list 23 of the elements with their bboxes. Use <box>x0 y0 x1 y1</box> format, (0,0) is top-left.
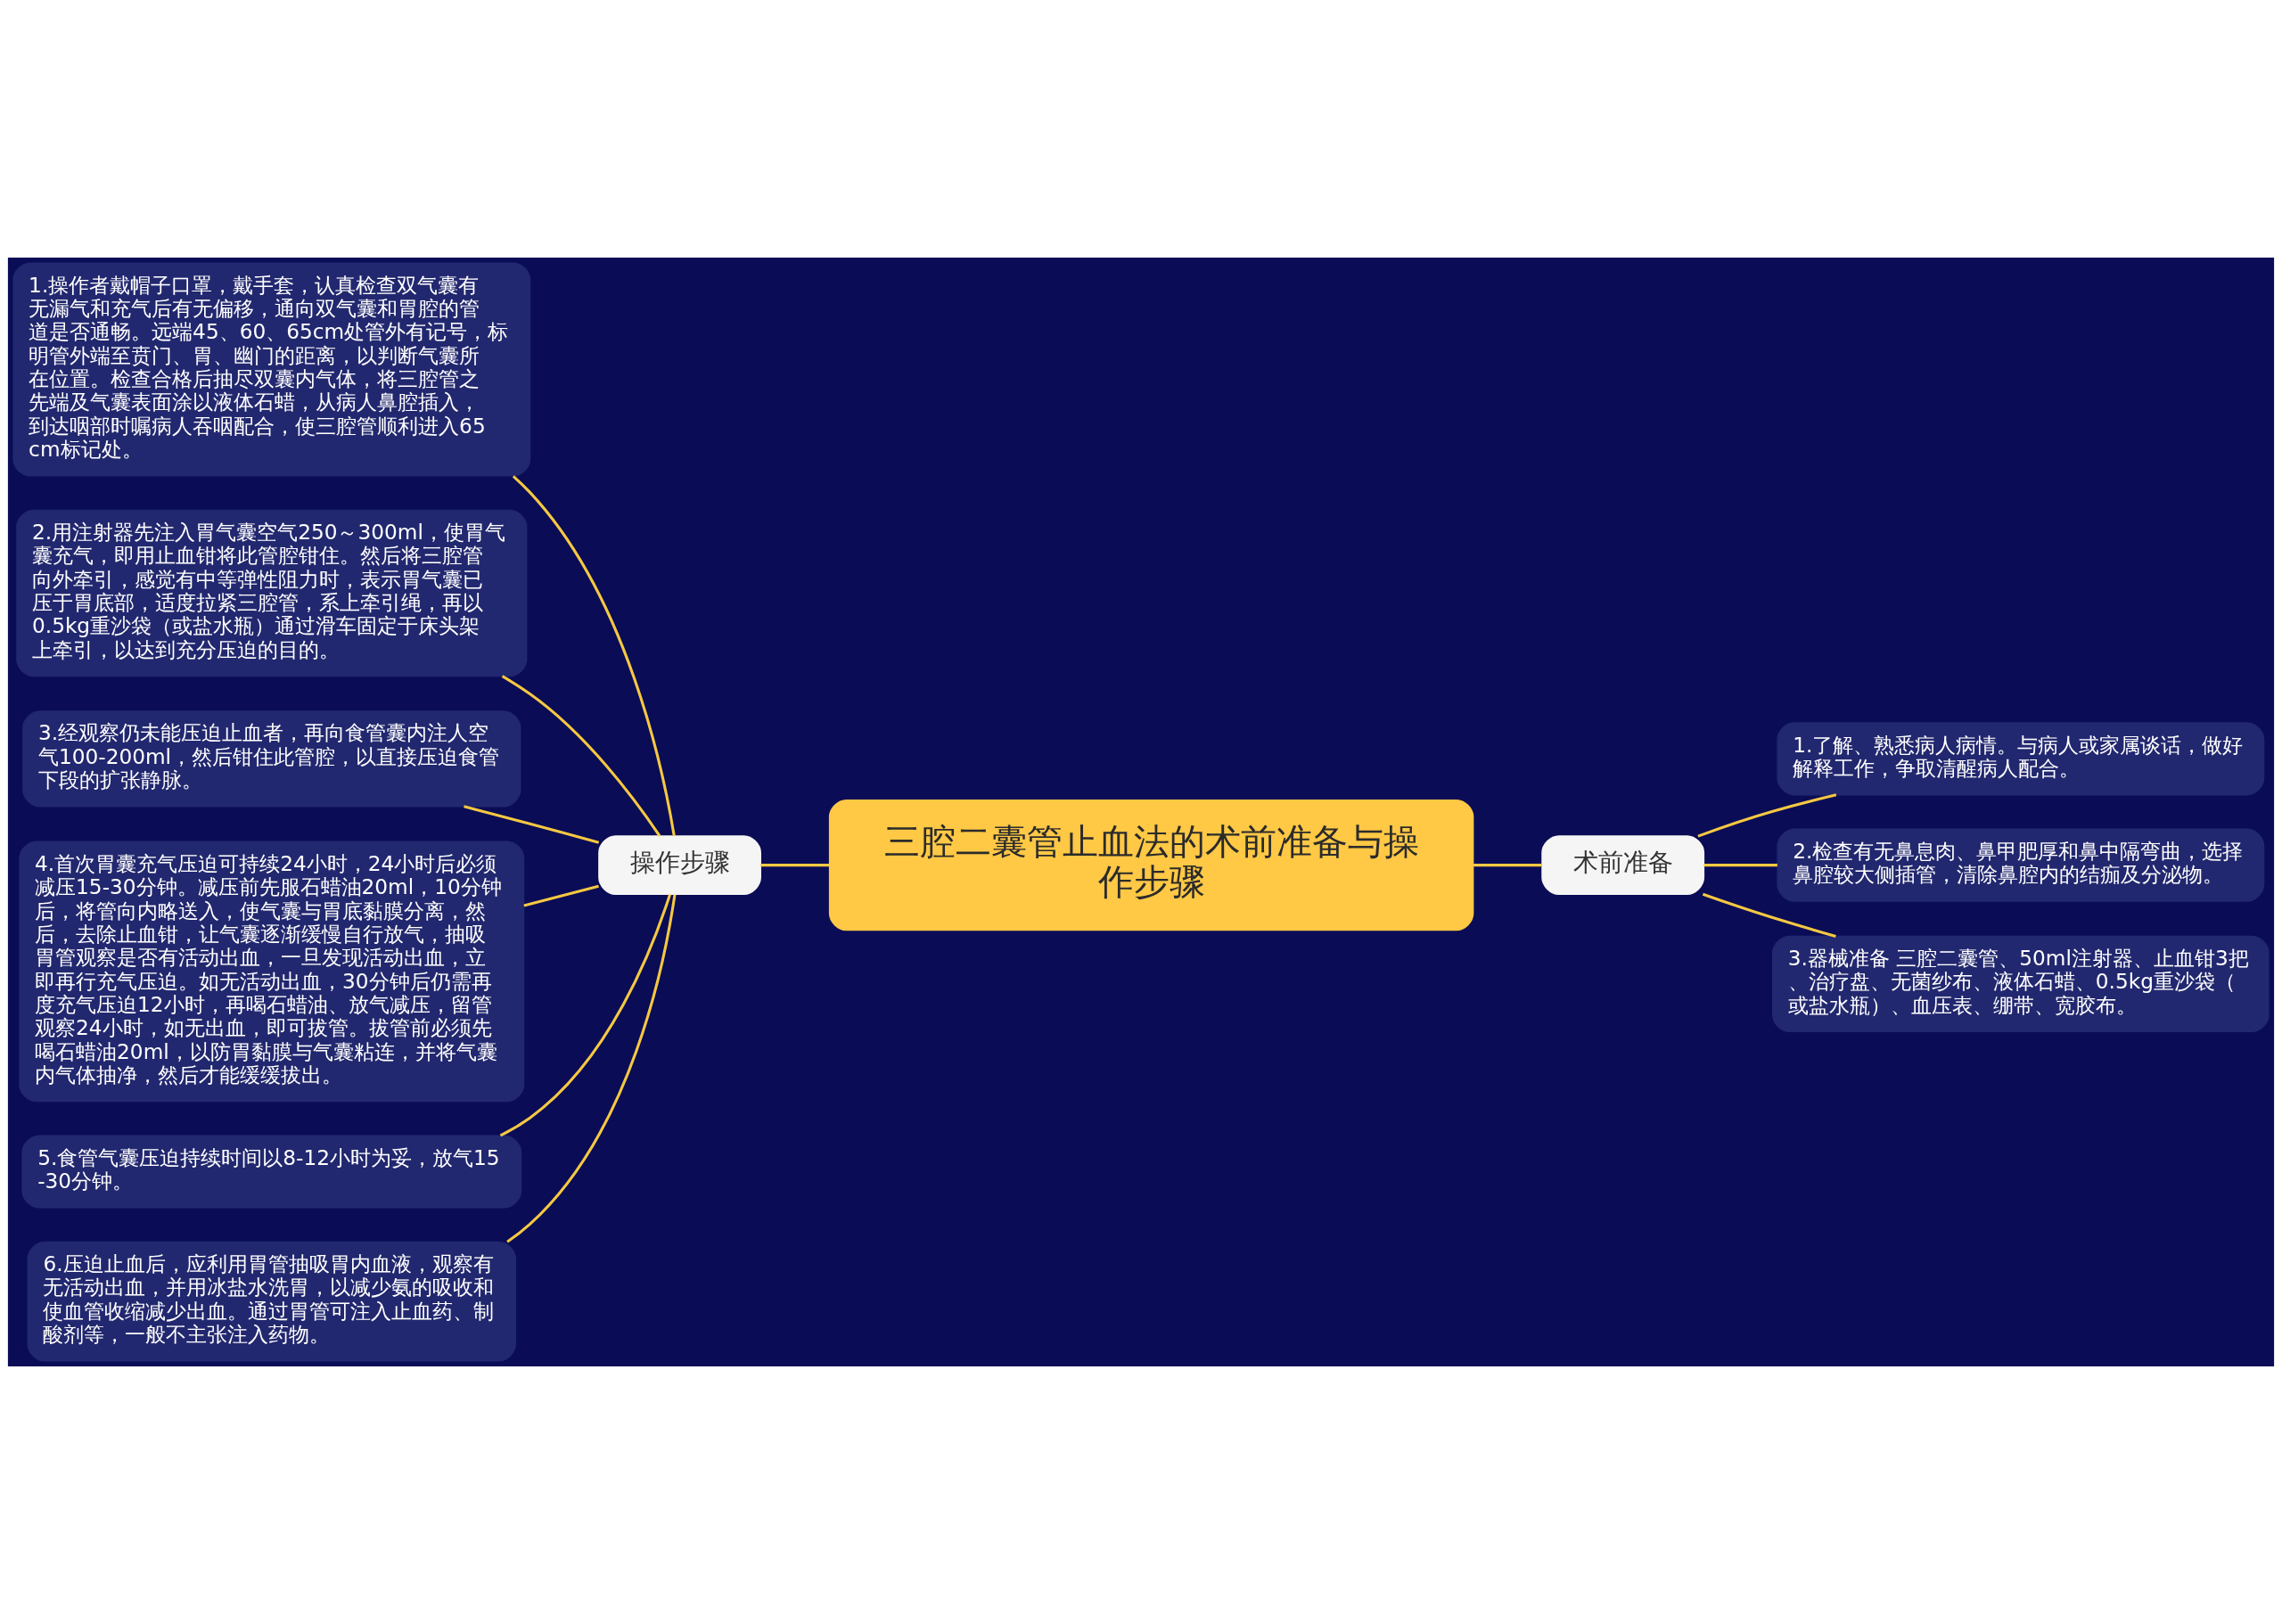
connector <box>464 805 600 844</box>
connector <box>1697 793 1837 838</box>
connector <box>523 884 599 907</box>
node-box: 3.器械准备 三腔二囊管、50ml注射器、止血钳3把、治疗盘、无菌纱布、液体石蜡、0.5kg重沙袋（或盐水瓶）、血压表、绷带、宽胶布。 <box>1771 935 2270 1033</box>
node-box: 6.压迫止血后，应利用胃管抽吸胃内血液，观察有无活动出血，并用冰盐水洗胃，以减少氨的吸收和使血管收缩减少出血。通过胃管可注入止血药、制酸剂等，一般不主张注入药物。 <box>27 1241 516 1362</box>
connector <box>501 675 661 837</box>
node-box: 三腔二囊管止血法的术前准备与操作步骤 <box>828 800 1474 931</box>
node-box: 4.首次胃囊充气压迫可持续24小时，24小时后必须减压15-30分钟。减压前先服石蜡油20ml，10分钟后，将管向内略送入，使气囊与胃底黏膜分离，然后，去除止血钳，让气囊逐渐缓慢自行放气，抽吸胃管观察是否有活动出血，一旦发现活动出血，立即再行充气压迫。如无活动出血，30分钟后仍需再度充气压迫12小时，再喝石蜡油、放气减压，留管观察24小时，如无出血，即可拔管。拔管前必须先喝石蜡油20ml，以防胃黏膜与气囊粘连，并将气囊内气体抽净，然后才能缓缓拔出。 <box>19 841 525 1103</box>
connector <box>499 893 671 1137</box>
node-box: 2.用注射器先注入胃气囊空气250～300ml，使胃气囊充气，即用止血钳将此管腔钳住。然后将三腔管向外牵引，感觉有中等弹性阻力时，表示胃气囊已压于胃底部，适度拉紧三腔管，系上牵引绳，再以0.5kg重沙袋（或盐水瓶）通过滑车固定于床头架上牵引，以达到充分压迫的目的。 <box>16 509 528 677</box>
node-box: 操作步骤 <box>598 835 761 895</box>
connector <box>1702 892 1836 938</box>
node-box: 1.了解、熟悉病人病情。与病人或家属谈话，做好解释工作，争取清醒病人配合。 <box>1777 722 2265 796</box>
node-box: 2.检查有无鼻息肉、鼻甲肥厚和鼻中隔弯曲，选择鼻腔较大侧插管，清除鼻腔内的结痂及分泌物。 <box>1777 828 2265 902</box>
node-box: 1.操作者戴帽子口罩，戴手套，认真检查双气囊有无漏气和充气后有无偏移，通向双气囊和胃腔的管道是否通畅。远端45、60、65cm处管外有记号，标明管外端至贲门、胃、幽门的距离，以判断气囊所在位置。检查合格后抽尽双囊内气体，将三腔管之先端及气囊表面涂以液体石蜡，从病人鼻腔插入，到达咽部时嘱病人吞咽配合，使三腔管顺利进入65cm标记处。 <box>12 262 531 477</box>
connector <box>506 894 677 1243</box>
node-box: 5.食管气囊压迫持续时间以8-12小时为妥，放气15-30分钟。 <box>21 1135 522 1209</box>
connector <box>512 475 676 837</box>
connector <box>760 864 830 867</box>
node-box: 术前准备 <box>1541 835 1705 895</box>
connector <box>1473 864 1542 867</box>
connector <box>1703 864 1777 867</box>
node-box: 3.经观察仍未能压迫止血者，再向食管囊内注人空气100-200ml，然后钳住此管腔，以直接压迫食管下段的扩张静脉。 <box>22 710 521 808</box>
